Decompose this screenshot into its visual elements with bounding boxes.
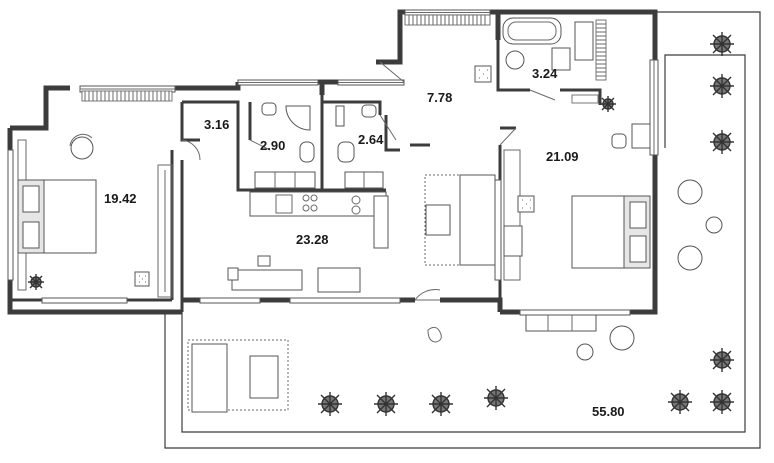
area-label-closet: 3.16 [204,117,230,132]
area-label-bathroom-3: 3.24 [532,66,558,81]
terrace-furniture [187,179,723,413]
plant-icon [28,274,44,290]
doors [181,61,556,301]
bedroom-left-furniture [17,133,173,298]
area-label-terrace: 55.80 [592,404,625,419]
plant-icon [710,348,734,372]
plant-icon [710,130,734,154]
bathroom-1-fixtures [254,102,316,189]
area-label-bathroom-1: 2.90 [260,138,286,153]
dining-table [231,269,303,291]
plant-icon [484,386,508,410]
windows [7,9,659,316]
area-label-bathroom-2: 2.64 [358,132,384,147]
area-label-kitchen-living: 23.28 [296,232,329,247]
plant-icon [374,392,398,416]
bedroom-right-furniture [503,123,651,281]
area-label-hall: 7.78 [427,90,453,105]
hall-fixtures [474,65,492,83]
plants [28,32,734,416]
plant-icon [710,390,734,414]
bathroom-3-fixtures [502,17,594,71]
area-label-bedroom-left: 19.42 [104,191,137,206]
plant-icon [710,74,734,98]
bathroom-2-fixtures [335,104,384,189]
plant-icon [668,390,692,414]
plant-icon [600,96,616,112]
radiators [81,14,607,104]
plant-icon [318,392,342,416]
armchair [70,136,94,160]
kitchen-living-furniture [227,174,502,293]
kitchen-counter [249,191,387,217]
sofa [191,343,228,413]
area-label-bedroom-right: 21.09 [546,149,579,164]
plant-icon [429,392,453,416]
plant-icon [710,32,734,56]
sofa [459,174,496,266]
